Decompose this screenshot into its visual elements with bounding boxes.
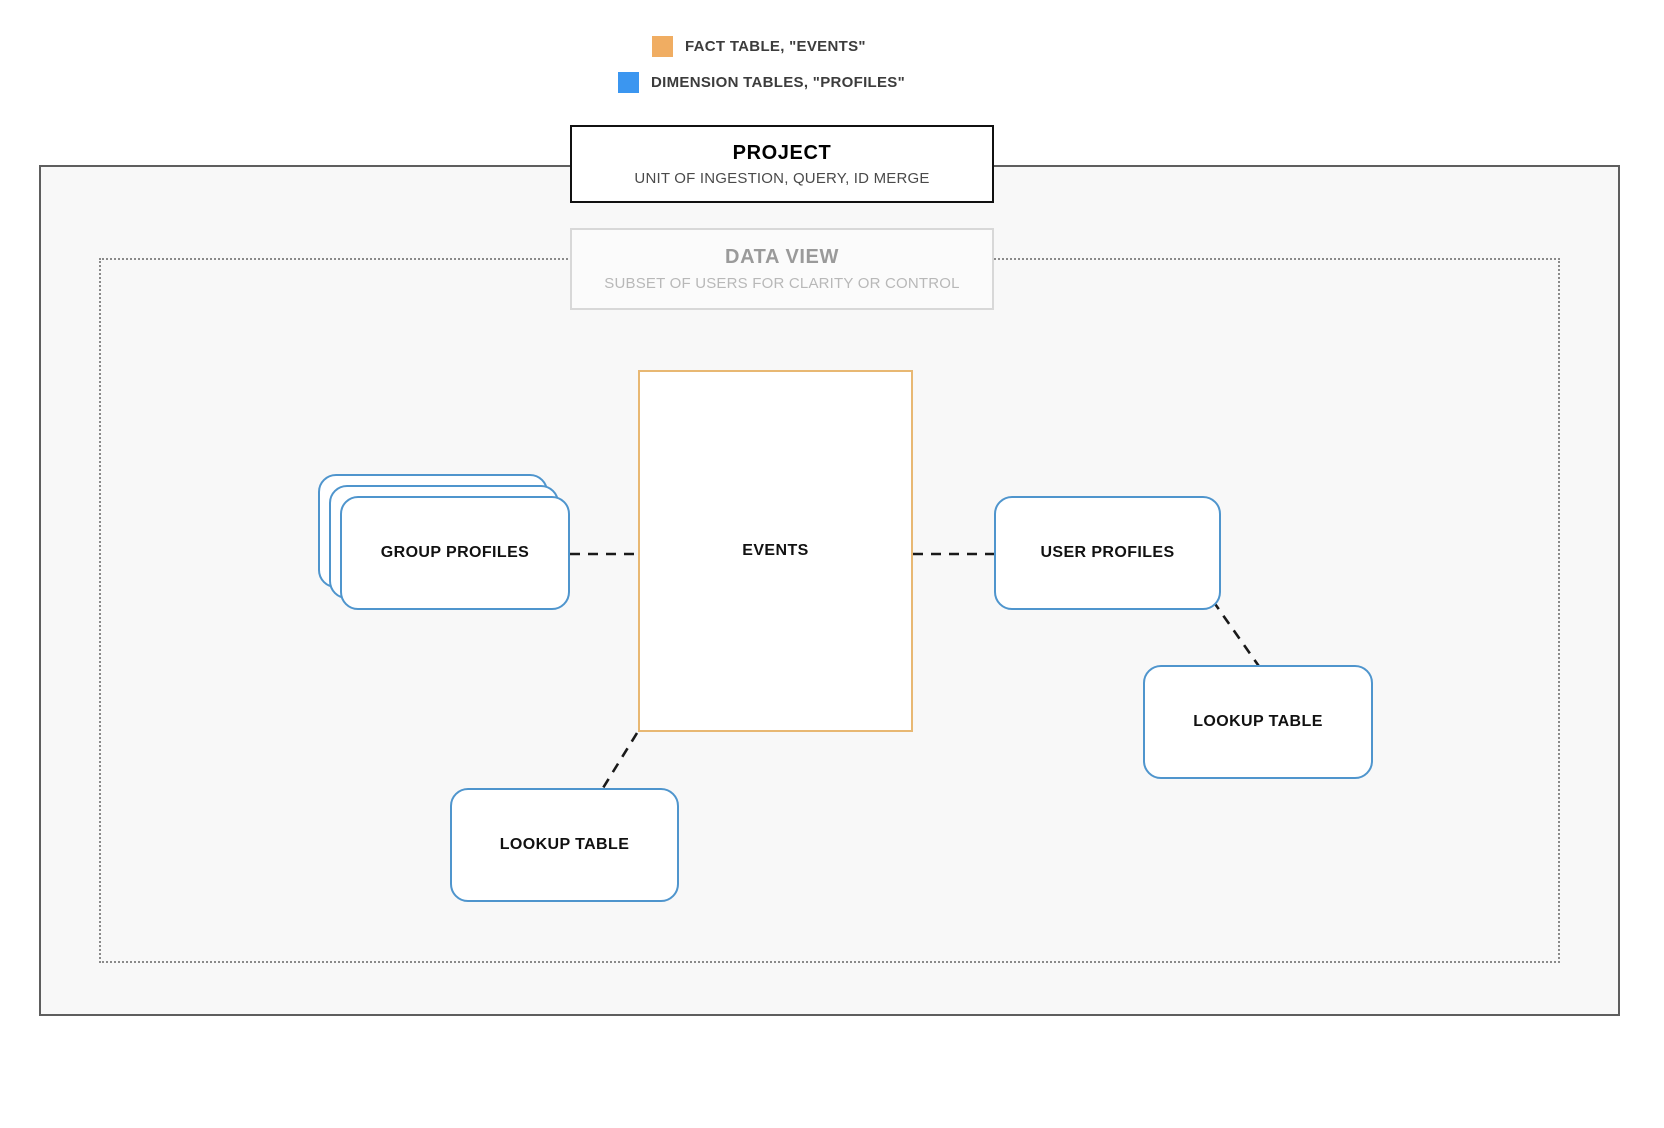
node-lookup-table-left[interactable]: LOOKUP TABLE — [450, 788, 679, 902]
node-label-group-profiles: GROUP PROFILES — [380, 544, 530, 561]
project-header-box: PROJECT UNIT OF INGESTION, QUERY, ID MER… — [570, 125, 994, 203]
node-label-events: EVENTS — [742, 542, 809, 559]
node-label-lookup-table-right: LOOKUP TABLE — [1193, 713, 1323, 730]
legend-label-dimension-tables: DIMENSION TABLES, "PROFILES" — [651, 74, 906, 91]
project-title: PROJECT — [732, 141, 832, 164]
node-label-user-profiles: USER PROFILES — [1040, 544, 1175, 561]
square-swatch-icon — [652, 36, 673, 57]
project-subtitle: UNIT OF INGESTION, QUERY, ID MERGE — [634, 169, 930, 187]
data-view-subtitle: SUBSET OF USERS FOR CLARITY OR CONTROL — [604, 275, 960, 292]
square-swatch-icon — [618, 72, 639, 93]
data-view-header-box: DATA VIEW SUBSET OF USERS FOR CLARITY OR… — [570, 228, 994, 310]
node-label-lookup-table-left: LOOKUP TABLE — [499, 836, 630, 853]
legend-item-fact-table: FACT TABLE, "EVENTS" — [652, 36, 866, 57]
legend-item-dimension-tables: DIMENSION TABLES, "PROFILES" — [618, 72, 905, 93]
node-user-profiles[interactable]: USER PROFILES — [994, 496, 1221, 610]
node-events[interactable]: EVENTS — [638, 370, 913, 732]
data-view-title: DATA VIEW — [725, 246, 839, 268]
legend-label-fact-table: FACT TABLE, "EVENTS" — [685, 38, 866, 55]
group-profiles-stack-card-front[interactable]: GROUP PROFILES — [340, 496, 570, 610]
node-group-profiles[interactable]: GROUP PROFILES — [318, 474, 570, 610]
node-lookup-table-right[interactable]: LOOKUP TABLE — [1143, 665, 1373, 779]
